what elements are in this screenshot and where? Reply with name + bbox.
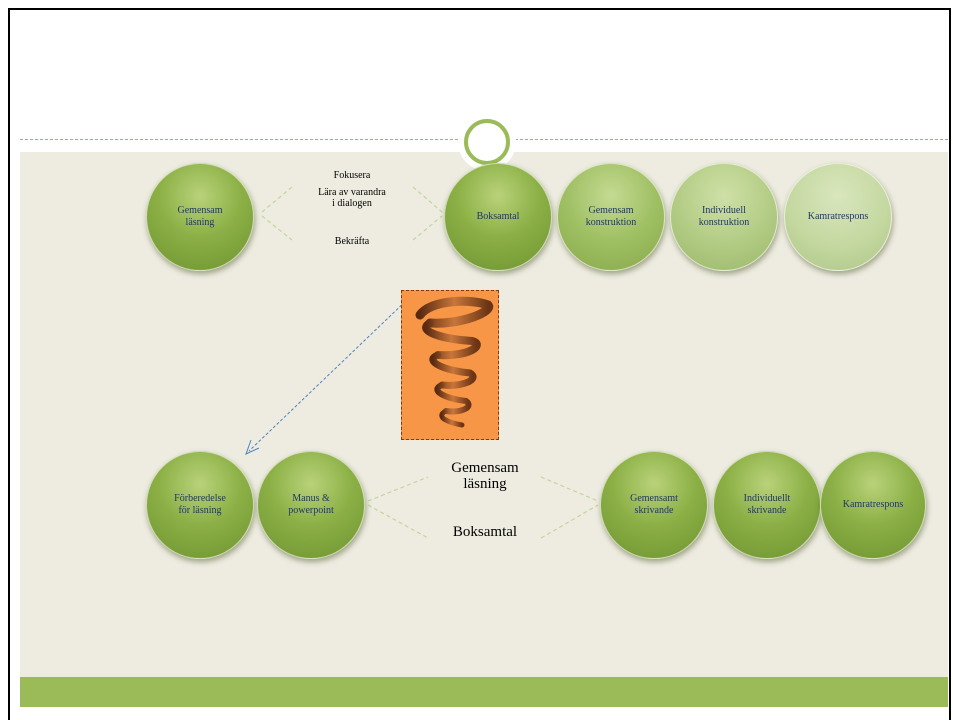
slide-border [8,8,951,720]
bubble-label: Gemensamt skrivande [630,493,678,516]
bubble-forberedelse-for-lasning: Förberedelse för läsning [146,451,254,559]
connector-top-right-lower [412,215,443,241]
connector-top-left-upper [261,186,293,213]
label-lara-av-varandra: Lära av varandra i dialogen [318,187,386,209]
bubble-individuellt-skrivande: Individuellt skrivande [713,451,821,559]
bubble-label: Manus & powerpoint [288,493,334,516]
bubble-label: Kamratrespons [807,211,869,222]
bubble-label: Gemensam läsning [177,205,223,228]
bubble-label: Individuellt skrivande [743,493,791,516]
bubble-manus-powerpoint: Manus & powerpoint [257,451,365,559]
bubble-label: Förberedelse för läsning [174,493,226,516]
bubble-label: Kamratrespons [842,499,904,510]
bubble-kamratrespons-top: Kamratrespons [784,163,892,271]
label-gemensam-lasning-bottom: Gemensam läsning [451,460,519,492]
connector-bottom-left-lower [367,504,429,539]
bubble-label: Boksamtal [476,211,520,222]
bubble-gemensam-lasning-top: Gemensam läsning [146,163,254,271]
bubble-label: Individuell konstruktion [698,205,750,228]
label-bekrafta: Bekräfta [334,236,370,247]
orange-spiral-spring-icon [401,290,499,440]
connector-top-left-lower [261,215,293,241]
connector-top-right-upper [412,186,443,213]
connector-bottom-right-upper [540,476,599,502]
bubble-gemensam-konstruktion: Gemensam konstruktion [557,163,665,271]
bubble-gemensamt-skrivande: Gemensamt skrivande [600,451,708,559]
header-ring-icon [458,113,516,171]
bubble-kamratrespons-bottom: Kamratrespons [820,451,926,559]
dashed-arrow [245,297,410,455]
bubble-boksamtal-top: Boksamtal [444,163,552,271]
label-fokusera: Fokusera [333,170,371,181]
label-boksamtal-bottom: Boksamtal [452,524,518,540]
bubble-individuell-konstruktion: Individuell konstruktion [670,163,778,271]
connector-bottom-left-upper [367,476,429,502]
footer-bar [20,677,948,707]
bubble-label: Gemensam konstruktion [585,205,637,228]
connector-bottom-right-lower [540,504,599,539]
